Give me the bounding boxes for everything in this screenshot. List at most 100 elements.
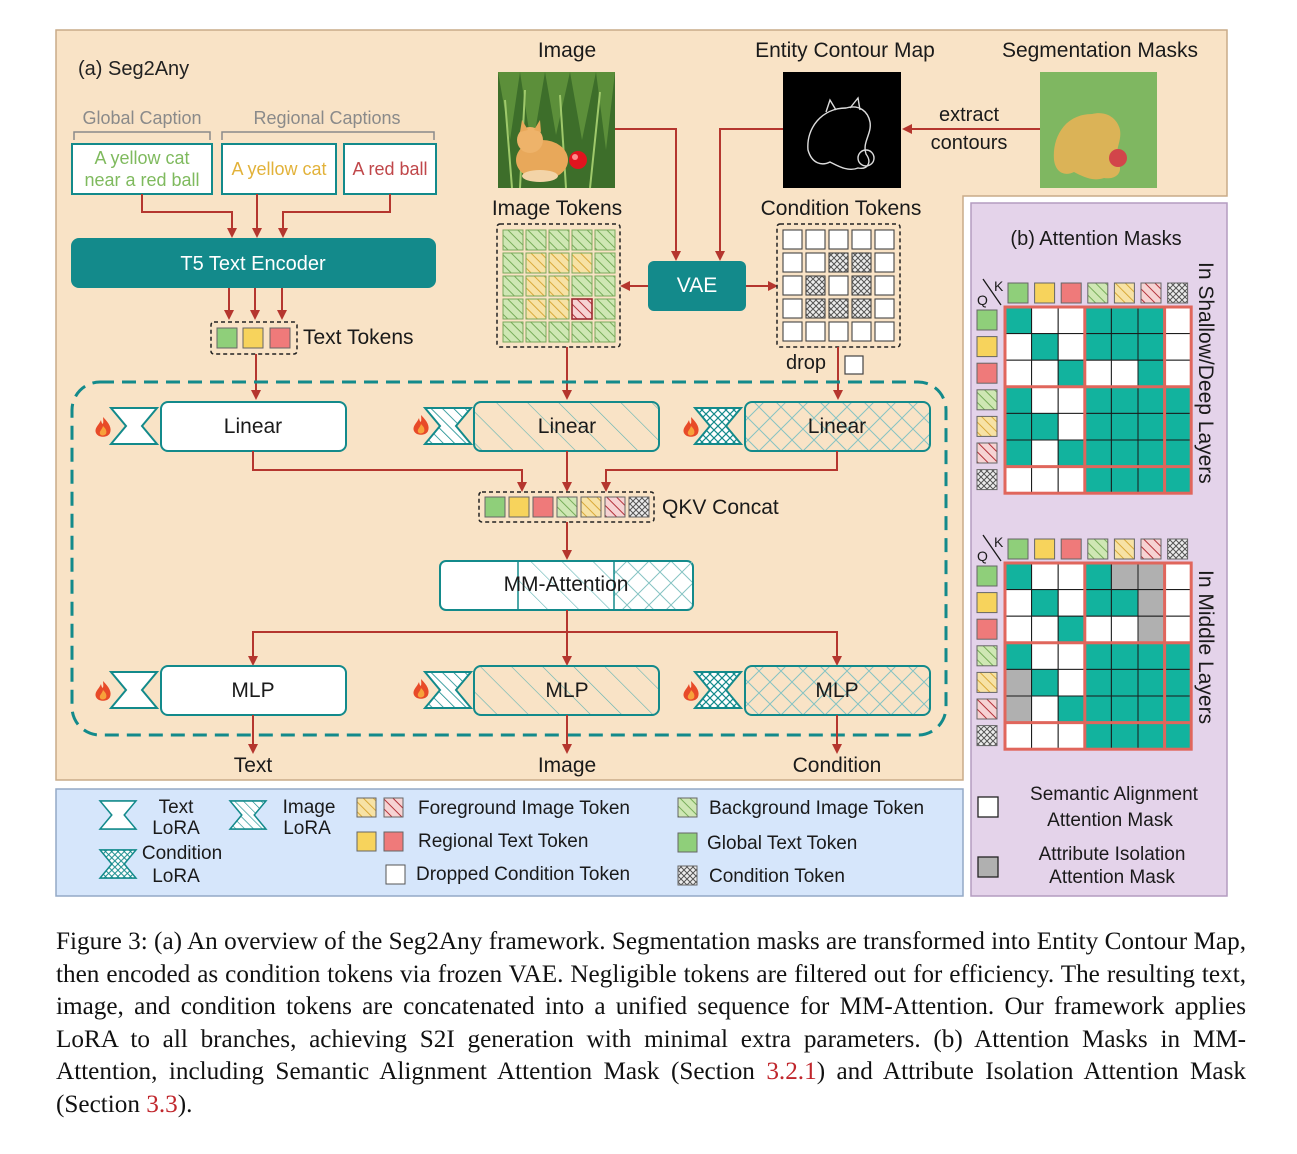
mask-cell [1031,642,1059,670]
global-brace [73,131,211,140]
legend-image-lora-2: LoRA [283,818,331,839]
image-label: Image [538,39,596,62]
mask-cell [1110,722,1139,750]
image-token [525,252,547,274]
image-token [525,298,547,320]
mask-cell [1031,306,1059,335]
regional-caption-1: A yellow cat [231,159,326,179]
mask-cell [1031,333,1059,361]
condition-token [874,321,895,342]
mask-cell [1057,306,1086,335]
mask-cell [1031,722,1059,750]
mask-cell [1004,466,1033,494]
vae-box [648,261,746,311]
mask-cell [1031,562,1059,591]
q-label: Q [977,548,988,564]
side-label-middle: In Middle Layers [1194,570,1217,724]
mm-attention-label: MM-Attention [504,573,629,596]
mask-cell [1137,412,1166,441]
query-token-header [976,618,998,640]
mask-cell [1031,589,1059,617]
mask-cell [1031,466,1059,494]
legend-image-lora-1: Image [283,797,336,818]
legend-gray-line2: Attention Mask [1049,867,1175,888]
mask-cell [1057,439,1086,468]
image-token [594,252,616,274]
key-token-header [1140,538,1162,560]
image-token [502,229,524,251]
mask-cell [1004,359,1033,388]
linear-condition-label: Linear [808,415,866,438]
mask-cell [1084,589,1112,617]
mask-cell [1110,386,1139,414]
query-token-header [976,725,998,747]
image-token [525,275,547,297]
legend-cond-token: Condition Token [709,866,845,887]
segmentation-masks [1040,72,1157,188]
caption-ref-2[interactable]: 3.3 [146,1090,178,1118]
linear-row [95,401,931,452]
condition-token [828,252,849,273]
key-token-header [1167,282,1189,304]
global-caption-box [71,143,213,195]
mask-cell [1110,589,1139,617]
key-token-header [1087,282,1109,304]
image-token [502,252,524,274]
legend-text-lora-1: Text [159,797,195,818]
linear-text-label: Linear [224,415,282,438]
image-token [502,298,524,320]
mask-cell [1110,439,1139,468]
mask-cell [1164,562,1192,591]
mask-cell [1110,642,1139,670]
mask-cell [1137,562,1166,591]
caption-ref-1[interactable]: 3.2.1 [766,1058,817,1086]
condition-token [805,252,826,273]
regional-brace [221,131,435,140]
mask-cell [1164,386,1192,414]
legend-white-swatch [977,796,999,818]
condition-token [851,321,872,342]
mask-cell [1137,359,1166,388]
condition-token [851,229,872,250]
qkv-concat-label: QKV Concat [662,496,779,519]
legend-gray-line1: Attribute Isolation [1039,844,1186,865]
k-label: K [994,534,1004,550]
condition-token [874,298,895,319]
global-caption-line2: near a red ball [84,170,199,190]
condition-token [805,298,826,319]
mask-cell [1164,333,1192,361]
condition-token [782,321,803,342]
image-token [525,229,547,251]
mask-cell [1057,722,1086,750]
legend-text-lora-2: LoRA [152,818,200,839]
condition-token [874,252,895,273]
legend-white-line1: Semantic Alignment [1030,784,1199,805]
condition-token [851,252,872,273]
legend-bg-swatch [677,797,698,818]
middle-attention-mask: QK [976,534,1193,751]
attention-to-mlp-arrows [248,610,842,666]
image-token [548,298,570,320]
mask-cell [1004,562,1033,591]
transformer-block [70,380,948,737]
mask-cell [1084,466,1112,494]
mask-cell [1031,359,1059,388]
legend-regional-swatch-red [383,831,404,852]
qk-divider [982,534,1002,562]
legend-bg-token: Background Image Token [709,798,924,819]
shallow-attention-mask: QK [976,278,1193,495]
key-token-header [1034,538,1056,560]
condition-token-grid [782,229,895,342]
condition-token [805,321,826,342]
mask-cell [1110,466,1139,494]
mask-cell [1004,695,1033,724]
condition-token [828,275,849,296]
mask-cell [1004,386,1033,414]
mask-cell [1031,412,1059,441]
query-token-header [976,415,998,437]
linear-to-concat-arrows [252,451,838,492]
dropped-token [844,355,864,375]
query-token-header [976,469,998,491]
image-token [525,321,547,343]
query-token-header [976,442,998,464]
